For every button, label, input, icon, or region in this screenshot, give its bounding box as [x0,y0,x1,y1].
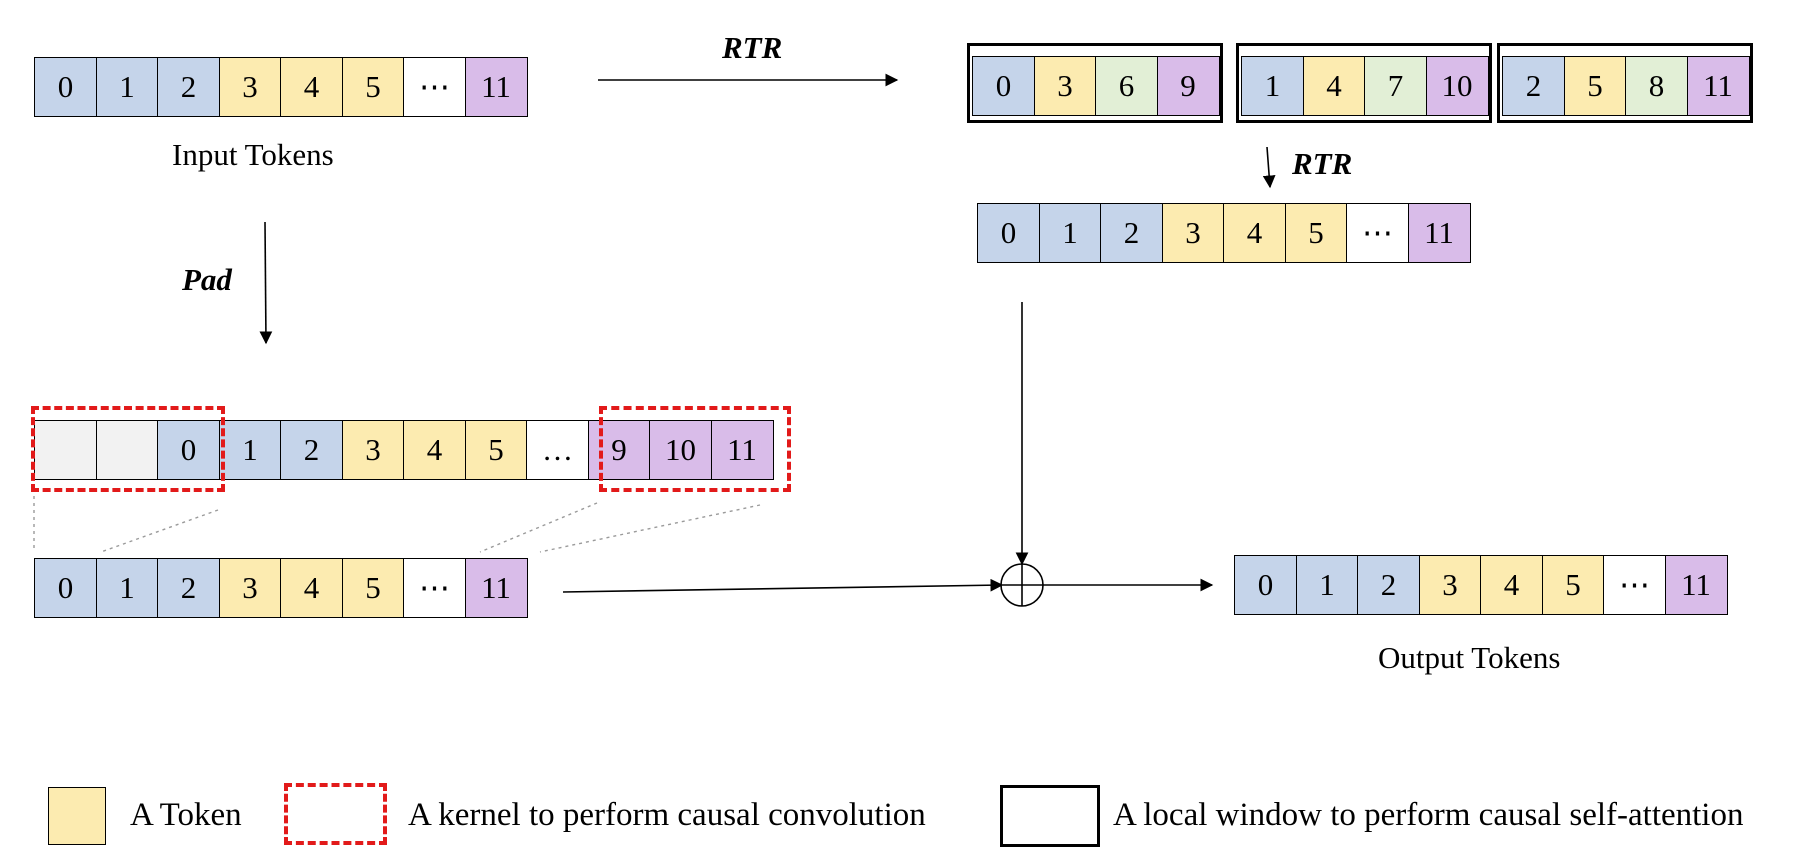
token-cell: 4 [280,558,343,618]
token-cell: 4 [280,57,343,117]
sum-plus-icon [1000,563,1044,607]
conv-to-sum-arrow [562,578,1004,593]
token-cell: 9 [587,420,651,480]
token-cell: 0 [1234,555,1297,615]
token-cell [95,420,159,480]
token-cell: 0 [157,420,220,480]
token-cell: 5 [1541,555,1605,615]
token-cell: 11 [464,558,528,618]
token-cell: 3 [1033,56,1097,116]
token-cell: 6 [1095,56,1158,116]
token-cell: 11 [464,57,528,117]
token-cell: 5 [341,558,405,618]
legend-window-label: A local window to perform causal self-at… [1113,797,1744,833]
rtr-side-label: RTR [1292,146,1353,181]
output-tokens-label: Output Tokens [1378,640,1561,675]
token-cell: 2 [157,558,220,618]
token-cell: 2 [1357,555,1420,615]
token-cell: 3 [341,420,405,480]
token-cell: 4 [403,420,466,480]
token-cell: 10 [649,420,712,480]
token-cell: 11 [1664,555,1728,615]
token-cell: 9 [1156,56,1220,116]
pad-arrow [259,221,273,345]
token-cell: 11 [1407,203,1471,263]
token-cell: 0 [34,558,97,618]
token-cell: 3 [1418,555,1482,615]
legend-token-swatch [48,787,106,845]
input-tokens-label: Input Tokens [172,137,334,172]
token-cell: ⋯ [1603,555,1666,615]
legend-kernel-swatch [284,783,387,845]
token-cell: 4 [1302,56,1366,116]
token-cell: 1 [1241,56,1304,116]
token-cell: 1 [1295,555,1359,615]
token-cell: 2 [280,420,343,480]
token-cell: 11 [710,420,774,480]
kernel-projection-lines [33,496,761,553]
token-cell: ⋯ [403,57,466,117]
token-cell: 10 [1425,56,1489,116]
token-cell: 3 [1161,203,1225,263]
token-cell: 8 [1625,56,1688,116]
token-cell: 11 [1686,56,1750,116]
token-cell: 0 [977,203,1040,263]
token-cell: 0 [972,56,1035,116]
token-cell: 1 [218,420,282,480]
token-cell: 2 [1100,203,1163,263]
rtr-top-label: RTR [722,30,783,65]
rtr-side-arrow [1262,146,1276,189]
token-cell: 7 [1364,56,1427,116]
token-cell: 1 [95,57,159,117]
token-cell: 0 [34,57,97,117]
legend-token-label: A Token [130,797,242,833]
pad-label: Pad [182,262,232,297]
legend-kernel-label: A kernel to perform causal convolution [408,797,926,833]
token-cell: … [526,420,589,480]
token-cell: 5 [1284,203,1348,263]
token-cell: 4 [1480,555,1543,615]
token-cell: ⋯ [403,558,466,618]
legend-window-swatch [1000,785,1100,847]
token-cell: 4 [1223,203,1286,263]
token-cell: 2 [157,57,220,117]
token-cell: 2 [1502,56,1565,116]
